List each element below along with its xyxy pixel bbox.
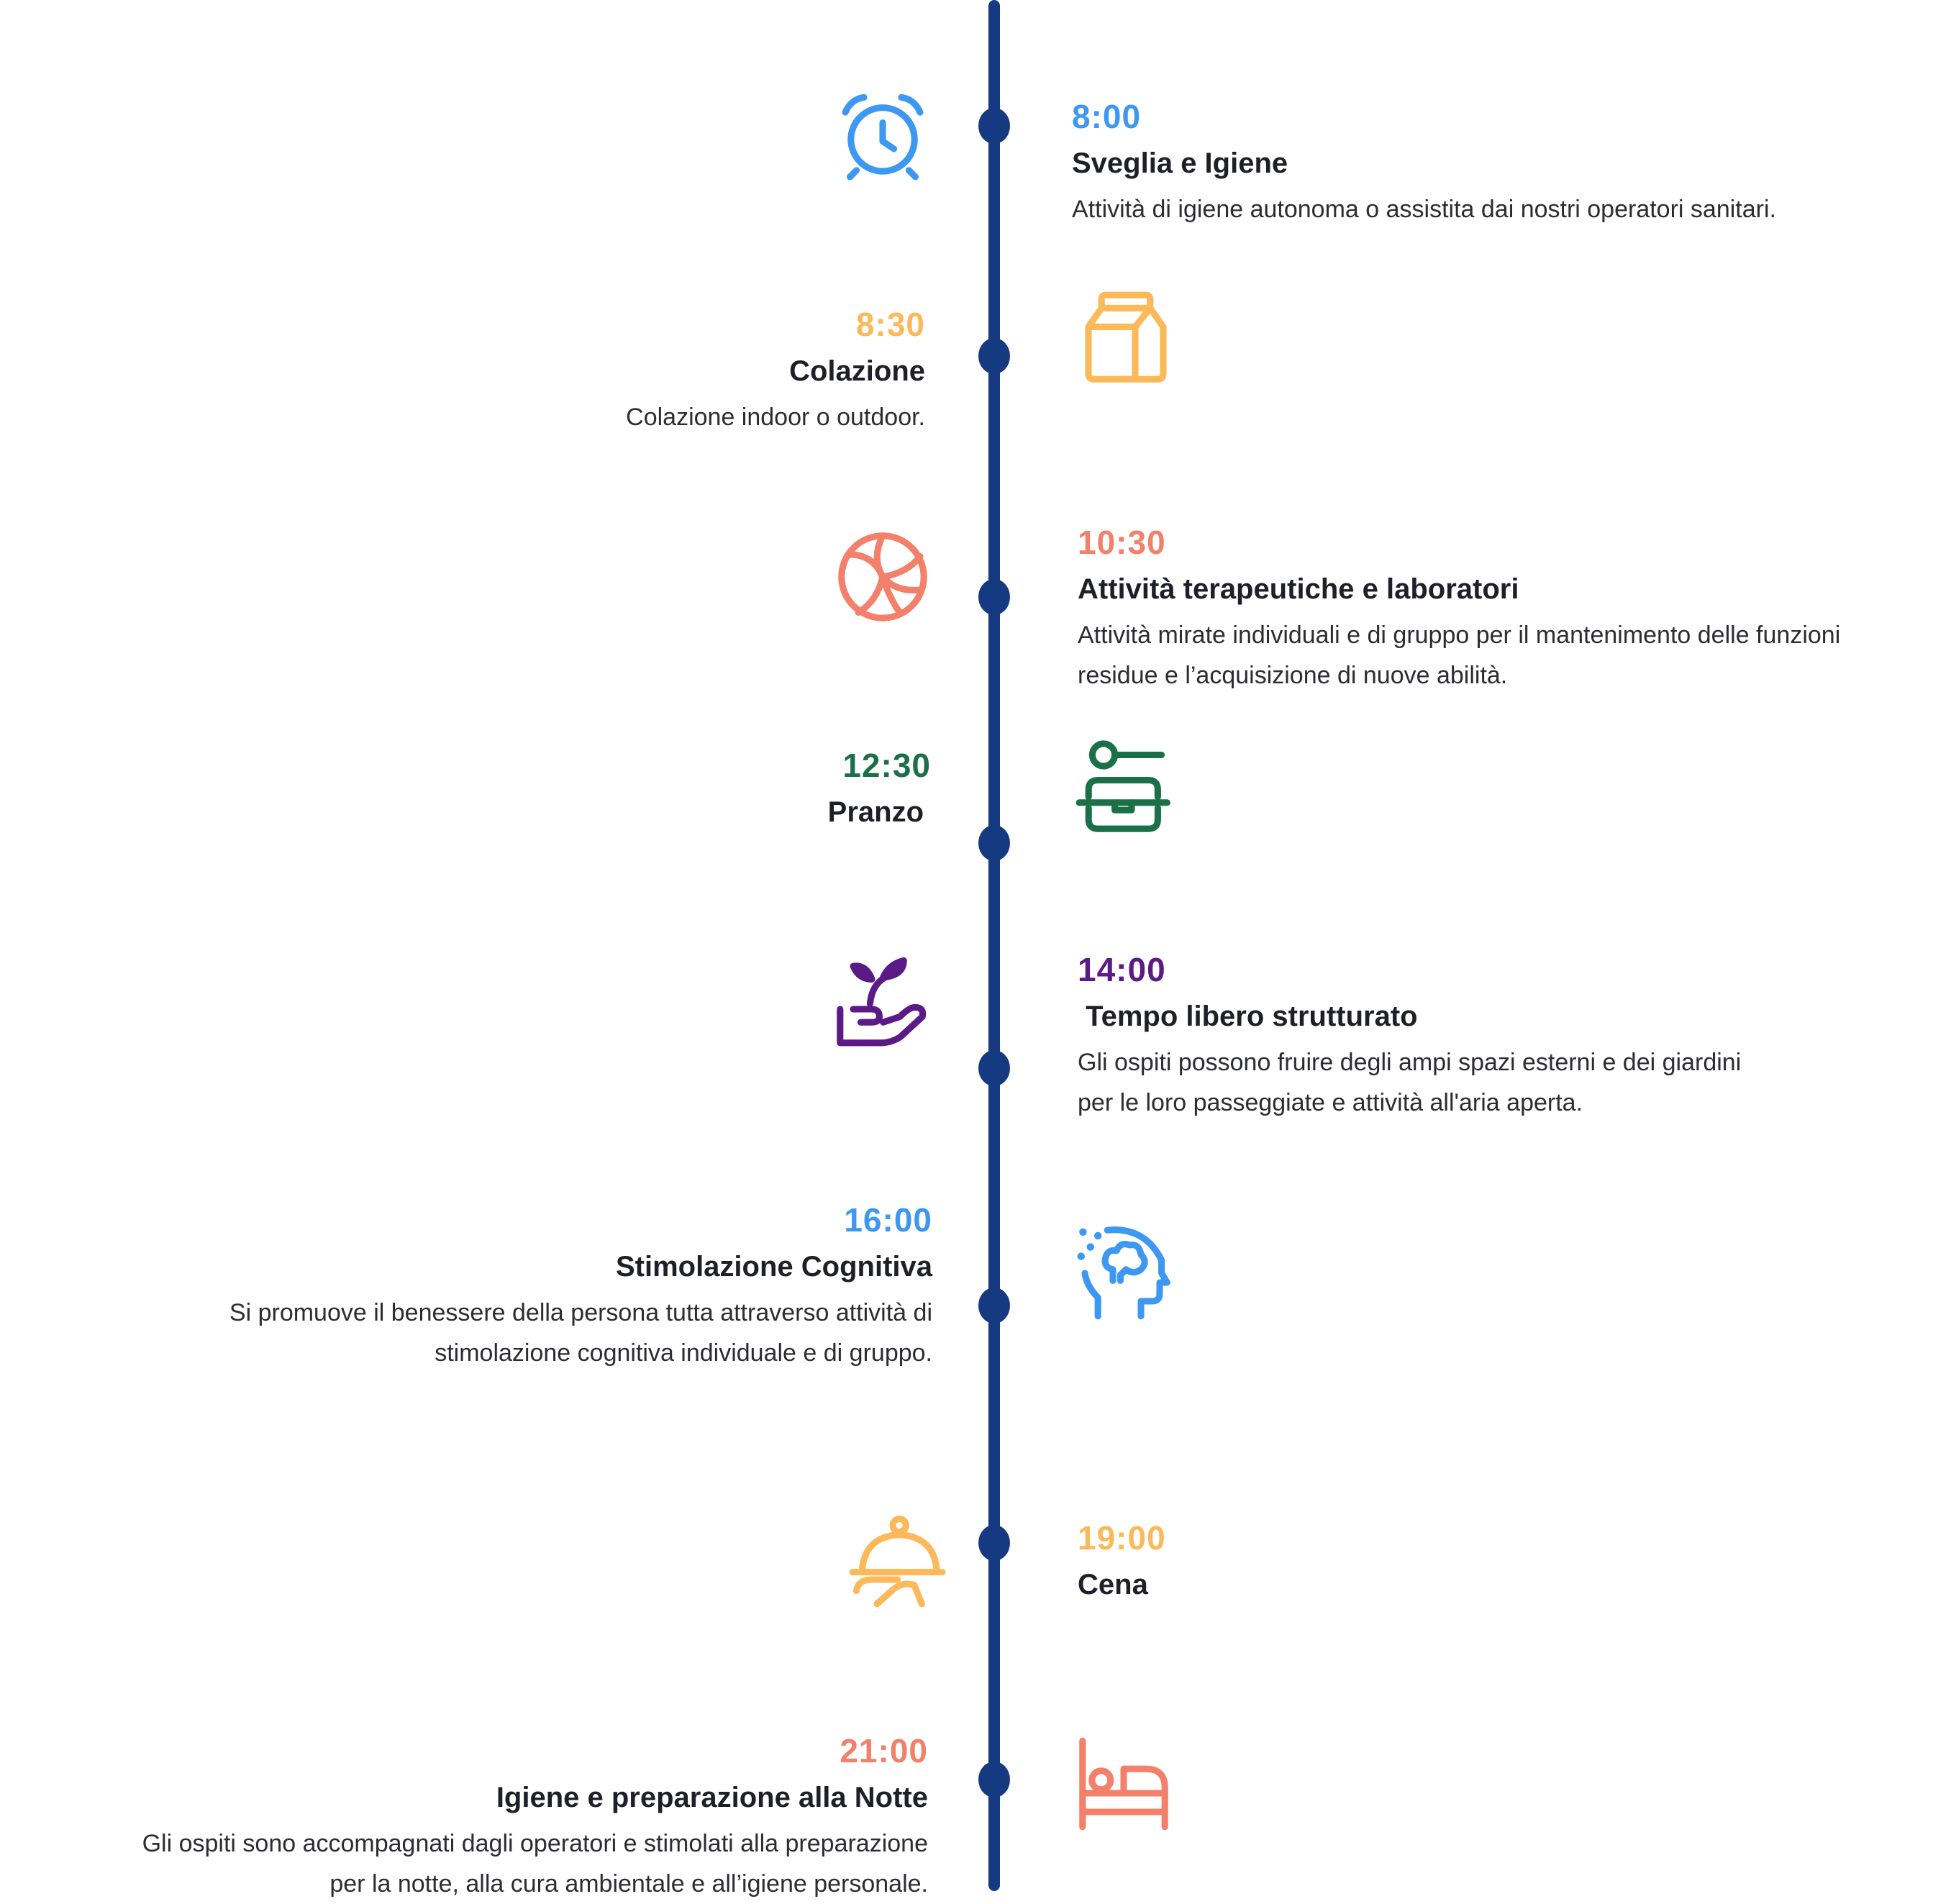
entry-description: Attività di igiene autonoma o assistita … xyxy=(1072,196,1776,223)
timeline-dot xyxy=(978,825,1010,861)
lunch-box-spoon-icon xyxy=(1075,740,1170,834)
timeline-dot xyxy=(978,338,1010,374)
bed-icon xyxy=(1077,1737,1170,1831)
entry-time: 8:00 xyxy=(1072,98,1142,135)
entry-time: 8:30 xyxy=(855,306,925,343)
schedule-entry: 19:00 Cena xyxy=(1078,1521,1166,1602)
schedule-entry: 8:30 Colazione Colazione indoor o outdoo… xyxy=(278,308,925,437)
serving-cloche-icon xyxy=(849,1514,946,1608)
entry-title: Tempo libero strutturato xyxy=(1078,1001,1418,1032)
schedule-entry: 21:00 Igiene e preparazione alla Notte G… xyxy=(14,1734,928,1904)
timeline-dot xyxy=(978,1288,1010,1324)
entry-title: Igiene e preparazione alla Notte xyxy=(496,1782,928,1813)
entry-title: Attività terapeutiche e laboratori xyxy=(1078,573,1519,605)
alarm-clock-icon xyxy=(836,90,929,183)
entry-title: Pranzo xyxy=(827,796,924,828)
entry-title: Colazione xyxy=(789,355,925,387)
timeline-dot xyxy=(978,1050,1010,1086)
brain-head-icon xyxy=(1075,1226,1170,1320)
timeline-dot xyxy=(978,108,1010,144)
timeline-dot xyxy=(978,579,1010,615)
entry-time: 12:30 xyxy=(842,747,931,784)
entry-time: 21:00 xyxy=(840,1732,928,1769)
schedule-entry: 10:30 Attività terapeutiche e laboratori… xyxy=(1078,526,1840,696)
milk-carton-icon xyxy=(1079,291,1173,385)
entry-title: Cena xyxy=(1078,1569,1148,1600)
schedule-entry: 8:00 Sveglia e Igiene Attività di igiene… xyxy=(1072,100,1776,229)
plant-hand-icon xyxy=(834,953,928,1047)
entry-time: 10:30 xyxy=(1078,524,1166,561)
timeline-dot xyxy=(978,1525,1010,1561)
entry-time: 19:00 xyxy=(1078,1519,1166,1557)
timeline-axis xyxy=(988,0,1000,1891)
entry-time: 16:00 xyxy=(844,1201,932,1239)
entry-description: Gli ospiti sono accompagnati dagli opera… xyxy=(142,1830,928,1898)
entry-title: Sveglia e Igiene xyxy=(1072,147,1288,179)
entry-description: Attività mirate individuali e di gruppo … xyxy=(1078,621,1841,689)
schedule-entry: 16:00 Stimolazione Cognitiva Si promuove… xyxy=(72,1203,932,1373)
entry-time: 14:00 xyxy=(1078,951,1166,988)
volleyball-icon xyxy=(836,530,929,624)
entry-title: Stimolazione Cognitiva xyxy=(615,1251,932,1283)
entry-description: Colazione indoor o outdoor. xyxy=(626,404,925,431)
schedule-entry: 14:00 Tempo libero strutturato Gli ospit… xyxy=(1078,953,1741,1123)
schedule-entry: 12:30 Pranzo xyxy=(278,749,931,829)
timeline-dot xyxy=(978,1762,1010,1798)
entry-description: Si promuove il benessere della persona t… xyxy=(229,1299,932,1367)
entry-description: Gli ospiti possono fruire degli ampi spa… xyxy=(1078,1049,1742,1116)
